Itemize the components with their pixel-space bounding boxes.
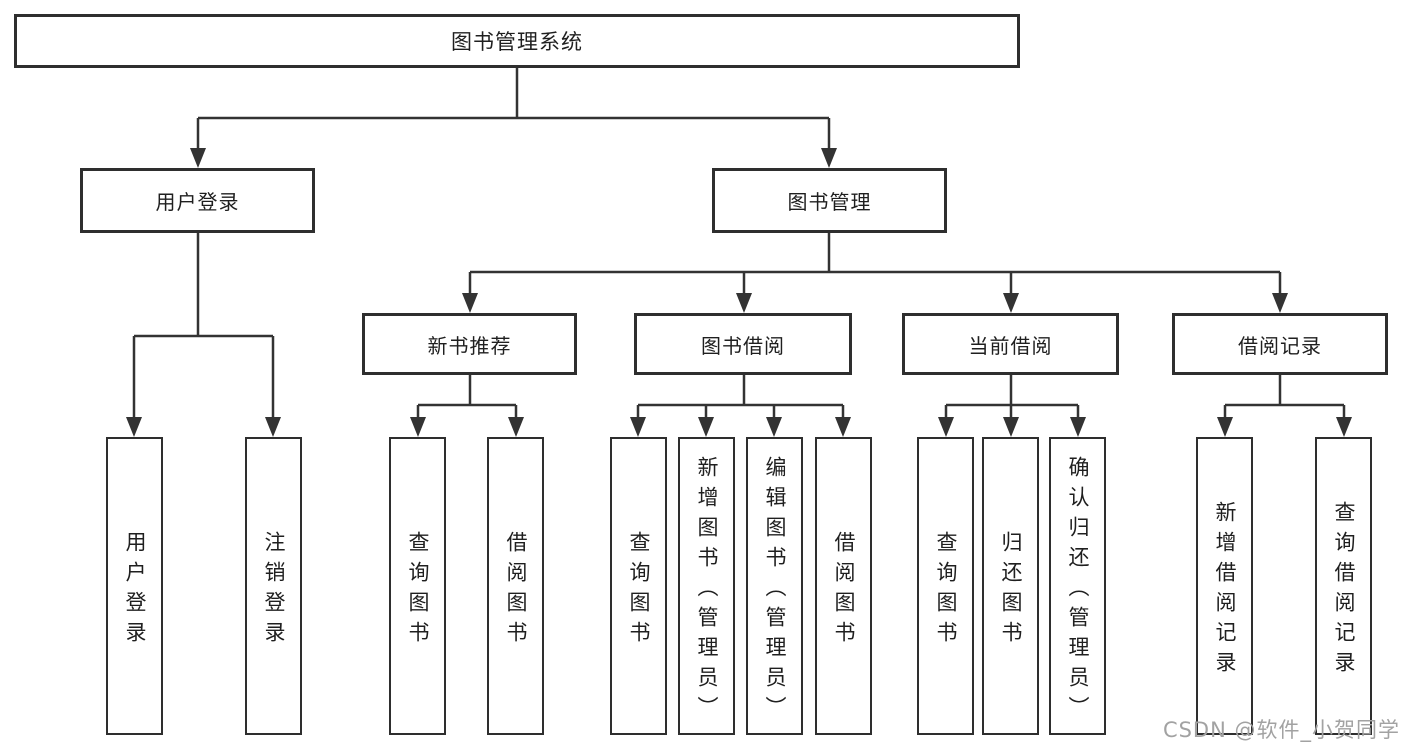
node-borrowing-records: 借阅记录	[1172, 313, 1388, 375]
leaf-logout: 注销登录	[245, 437, 302, 735]
leaf-edit-book-admin: 编辑图书（管理员）	[746, 437, 803, 735]
leaf-return-book: 归还图书	[982, 437, 1039, 735]
leaf-query-borrow-record: 查询借阅记录	[1315, 437, 1372, 735]
leaf-query-books-borrowing: 查询图书	[610, 437, 667, 735]
leaf-confirm-return-admin: 确认归还（管理员）	[1049, 437, 1106, 735]
node-label: 确认归还（管理员）	[1066, 455, 1090, 726]
node-current-borrowing: 当前借阅	[902, 313, 1119, 375]
node-label: 查询借阅记录	[1332, 500, 1356, 681]
node-label: 注销登录	[262, 530, 286, 651]
node-label: 借阅图书	[504, 530, 528, 651]
node-book-management: 图书管理	[712, 168, 947, 233]
leaf-query-books-current: 查询图书	[917, 437, 974, 735]
node-label: 查询图书	[406, 530, 430, 651]
node-label: 用户登录	[123, 530, 147, 651]
leaf-borrow-books-borrowing: 借阅图书	[815, 437, 872, 735]
watermark: CSDN @软件_小贺同学	[1162, 718, 1400, 742]
leaf-add-borrow-record: 新增借阅记录	[1196, 437, 1253, 735]
node-label: 借阅图书	[832, 530, 856, 651]
node-label: 新增图书（管理员）	[695, 455, 719, 726]
node-root: 图书管理系统	[14, 14, 1020, 68]
leaf-borrow-books-recommendation: 借阅图书	[487, 437, 544, 735]
leaf-query-books-recommendation: 查询图书	[389, 437, 446, 735]
node-label: 编辑图书（管理员）	[763, 455, 787, 726]
leaf-add-book-admin: 新增图书（管理员）	[678, 437, 735, 735]
node-user-login: 用户登录	[80, 168, 315, 233]
node-label: 查询图书	[627, 530, 651, 651]
node-label: 查询图书	[934, 530, 958, 651]
node-label: 新增借阅记录	[1213, 500, 1237, 681]
node-new-book-recommendation: 新书推荐	[362, 313, 577, 375]
node-book-borrowing: 图书借阅	[634, 313, 852, 375]
leaf-user-login: 用户登录	[106, 437, 163, 735]
node-label: 归还图书	[999, 530, 1023, 651]
